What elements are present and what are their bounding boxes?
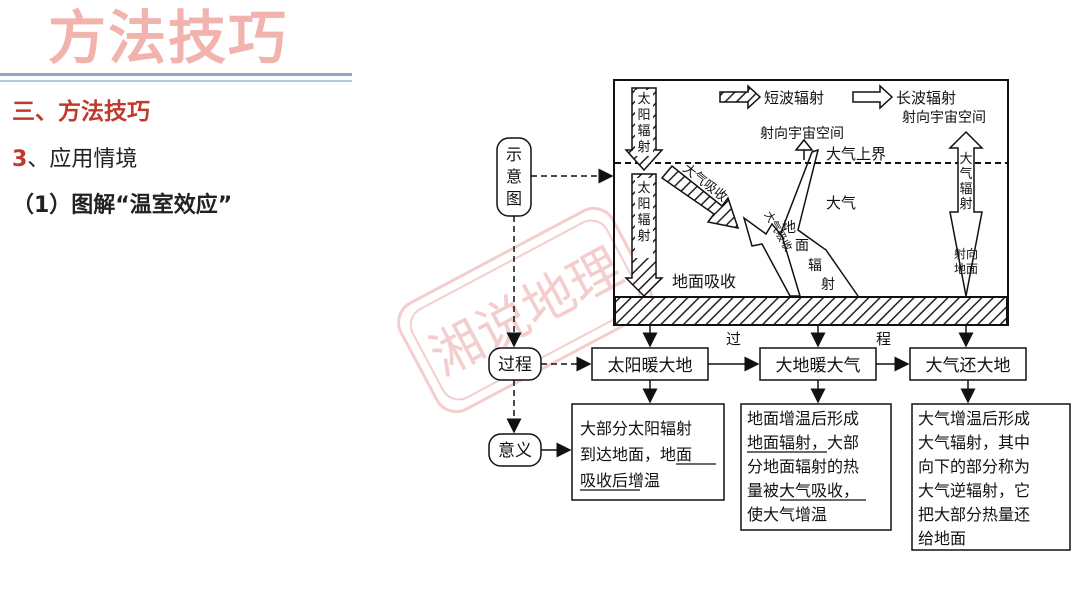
svg-text:射: 射 xyxy=(637,139,650,155)
legend-short-wave: 短波辐射 xyxy=(720,86,824,108)
svg-text:阳: 阳 xyxy=(637,197,650,212)
meaning-1-line-2: 到达地面，地面 xyxy=(580,445,692,464)
step-2: 大地暖大气 xyxy=(776,356,861,376)
to-space-label-2: 射向宇宙空间 xyxy=(902,110,986,126)
meaning-3-line-2: 大气辐射，其中 xyxy=(918,433,1030,452)
ground-absorb-label: 地面吸收 xyxy=(672,272,736,291)
svg-text:示: 示 xyxy=(506,145,522,164)
meaning-3-line-4: 大气逆辐射，它 xyxy=(918,481,1030,500)
svg-text:辐: 辐 xyxy=(959,182,972,197)
meaning-2-line-5: 使大气增温 xyxy=(747,505,827,524)
svg-text:太: 太 xyxy=(637,181,650,196)
legend-long-label: 长波辐射 xyxy=(896,89,956,107)
svg-text:射: 射 xyxy=(637,228,650,244)
svg-text:辐: 辐 xyxy=(637,213,650,228)
step-1: 太阳暖大地 xyxy=(608,356,693,376)
ground-band xyxy=(615,297,1007,325)
meaning-3-line-6: 给地面 xyxy=(918,529,966,548)
solar-radiation-arrow-upper: 太 阳 辐 射 xyxy=(626,88,662,170)
legend-long-wave: 长波辐射 xyxy=(853,86,956,108)
meaning-1-line-3: 吸收后增温 xyxy=(580,471,660,490)
meaning-2-line-4: 量被大气吸收， xyxy=(747,481,859,500)
atmo-top-label: 大气上界 xyxy=(826,145,886,163)
svg-text:太: 太 xyxy=(637,92,650,107)
meaning-2-line-3: 分地面辐射的热 xyxy=(747,457,859,476)
meaning-1-line-1: 大部分太阳辐射 xyxy=(580,419,692,438)
to-space-label-1: 射向宇宙空间 xyxy=(760,126,844,142)
svg-text:意: 意 xyxy=(506,167,522,186)
meaning-2-line-1: 地面增温后形成 xyxy=(747,409,859,428)
process-label: 过程 xyxy=(498,355,532,375)
svg-text:阳: 阳 xyxy=(637,108,650,123)
svg-text:地: 地 xyxy=(782,220,796,236)
svg-text:大: 大 xyxy=(959,152,972,167)
svg-text:气: 气 xyxy=(959,166,972,182)
solar-radiation-arrow-lower: 太 阳 辐 射 xyxy=(626,174,662,296)
process-word-1: 过 xyxy=(726,330,741,348)
svg-text:辐: 辐 xyxy=(808,258,822,274)
process-word-2: 程 xyxy=(876,330,891,348)
step-3: 大气还大地 xyxy=(926,356,1011,376)
meaning-3-line-5: 把大部分热量还 xyxy=(918,505,1030,524)
atmosphere-label: 大气 xyxy=(826,194,856,212)
atmospheric-radiation-arrow: 大 气 辐 射 射向 地面 xyxy=(950,132,982,296)
meaning-3-line-1: 大气增温后形成 xyxy=(918,409,1030,428)
svg-text:射: 射 xyxy=(959,196,972,212)
svg-text:射向: 射向 xyxy=(954,246,978,261)
meaning-label: 意义 xyxy=(498,441,532,461)
meaning-2-line-2: 地面辐射，大部 xyxy=(747,433,859,452)
legend-short-label: 短波辐射 xyxy=(764,89,824,107)
atmosphere-absorb-arrow: 大气吸收 xyxy=(662,161,738,228)
svg-text:地面: 地面 xyxy=(954,262,978,276)
svg-text:面: 面 xyxy=(795,238,809,254)
svg-text:辐: 辐 xyxy=(637,124,650,139)
svg-text:射: 射 xyxy=(821,277,835,293)
meaning-3-line-3: 向下的部分称为 xyxy=(918,457,1030,476)
svg-text:图: 图 xyxy=(506,189,522,208)
